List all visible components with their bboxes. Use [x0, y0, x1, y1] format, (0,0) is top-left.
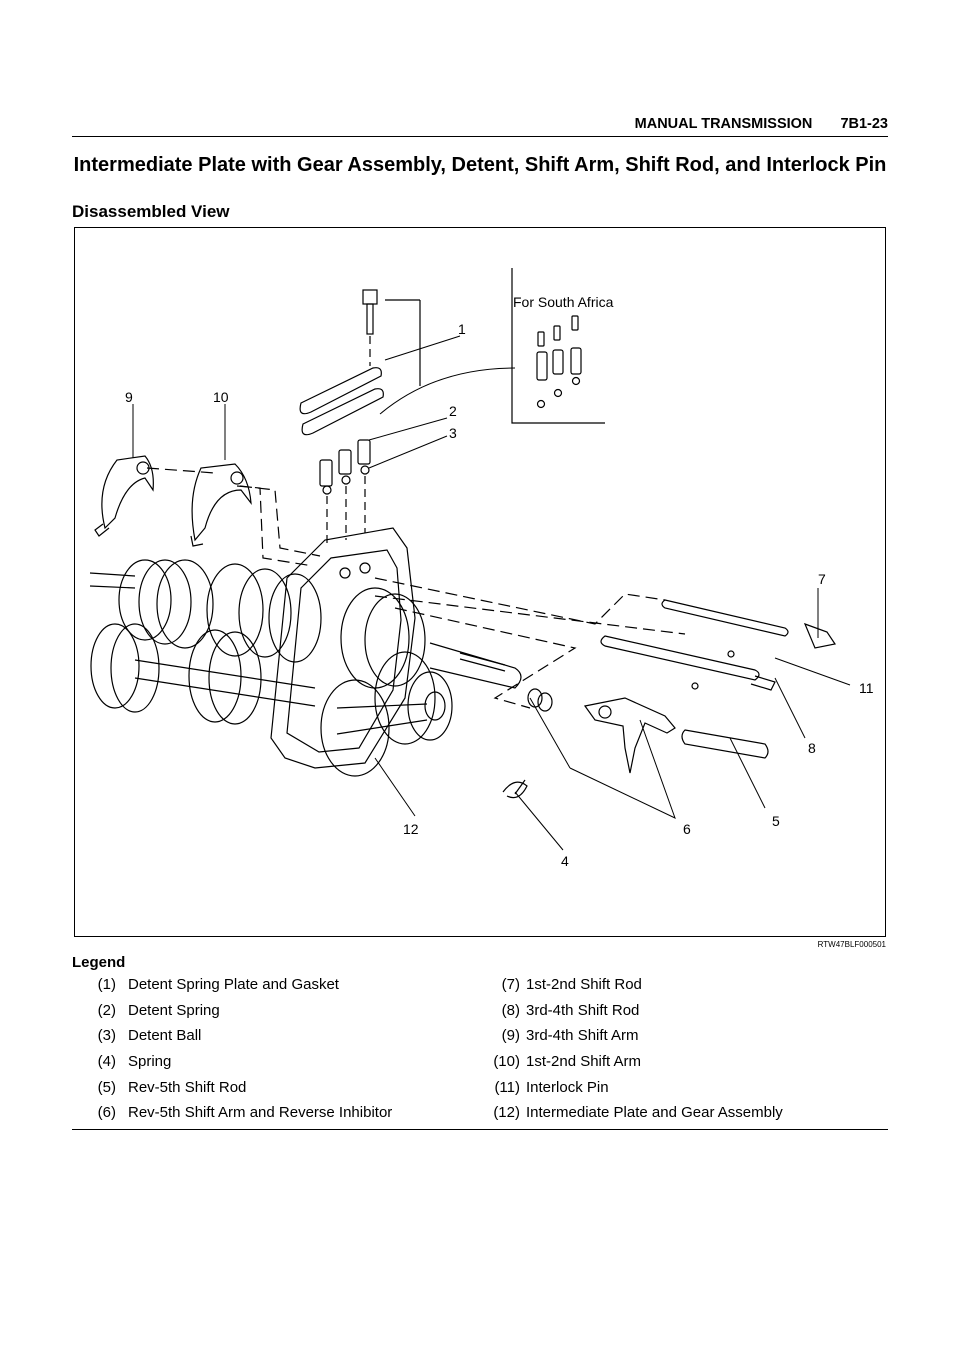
legend-text: 3rd-4th Shift Arm	[526, 1027, 639, 1045]
legend-text: Intermediate Plate and Gear Assembly	[526, 1104, 783, 1122]
legend-num: (6)	[97, 1104, 116, 1122]
callout-leaders	[132, 335, 851, 851]
legend-table: (1) Detent Spring Plate and Gasket (7) 1…	[72, 971, 888, 1131]
shift-rod-3rd-4th	[600, 635, 776, 691]
detent-springs	[319, 439, 371, 548]
legend-row: (1) Detent Spring Plate and Gasket (7) 1…	[72, 971, 888, 997]
page-title: Intermediate Plate with Gear Assembly, D…	[73, 154, 887, 176]
legend-text: Detent Ball	[128, 1027, 202, 1045]
header-section: MANUAL TRANSMISSION	[634, 116, 813, 132]
callout-10: 10	[213, 389, 229, 405]
legend-row: (6) Rev-5th Shift Arm and Reverse Inhibi…	[72, 1099, 888, 1125]
intermediate-plate	[270, 527, 416, 769]
legend-num: (8)	[501, 1001, 520, 1019]
gear-assembly	[89, 559, 322, 725]
shift-arm-rev-5th	[583, 697, 676, 774]
shift-rod-1st-2nd	[661, 599, 836, 649]
shift-arm-1st-2nd	[190, 463, 252, 547]
header-page-number: 7B1-23	[840, 116, 888, 132]
legend-text: Rev-5th Shift Arm and Reverse Inhibitor	[128, 1104, 393, 1122]
view-subtitle: Disassembled View	[72, 202, 230, 221]
shift-arm-3rd-4th	[94, 455, 154, 537]
legend-text: Interlock Pin	[526, 1078, 609, 1096]
legend-row: (2) Detent Spring (8) 3rd-4th Shift Rod	[72, 997, 888, 1023]
callout-4: 4	[561, 853, 569, 869]
callout-3: 3	[449, 425, 457, 441]
legend-num: (3)	[97, 1027, 116, 1045]
legend-text: Rev-5th Shift Rod	[128, 1078, 247, 1096]
callout-6: 6	[683, 821, 691, 837]
legend-text: 3rd-4th Shift Rod	[526, 1001, 640, 1019]
legend-num: (2)	[97, 1001, 116, 1019]
shift-rod-rev-5th	[681, 729, 769, 759]
callout-2: 2	[449, 403, 457, 419]
legend-num: (4)	[97, 1053, 116, 1071]
legend-num: (7)	[501, 976, 520, 993]
output-gears	[320, 587, 453, 777]
inset-bracket	[511, 268, 605, 424]
legend-num: (10)	[493, 1053, 520, 1071]
legend-num: (1)	[97, 976, 116, 993]
legend-label: Legend	[72, 954, 126, 971]
detent-plate	[299, 299, 421, 436]
legend-text: 1st-2nd Shift Arm	[526, 1053, 642, 1071]
callout-11: 11	[859, 680, 874, 696]
exploded-view-drawing: 1 2 3 4 5 6 7 8 9 10 11 12 For South Afr…	[89, 268, 874, 869]
legend-text: 1st-2nd Shift Rod	[526, 976, 642, 993]
callout-5: 5	[772, 813, 780, 829]
legend-row: (4) Spring (10) 1st-2nd Shift Arm	[72, 1048, 888, 1074]
bolt	[362, 289, 378, 366]
callout-7: 7	[818, 571, 826, 587]
legend-num: (5)	[97, 1078, 116, 1096]
legend-row: (3) Detent Ball (9) 3rd-4th Shift Arm	[72, 1022, 888, 1048]
legend-text: Detent Spring Plate and Gasket	[128, 976, 339, 993]
legend-text: Spring	[128, 1053, 172, 1071]
legend-num: (12)	[493, 1104, 520, 1122]
output-shaft	[429, 642, 522, 689]
page-header: MANUAL TRANSMISSION 7B1-23	[72, 116, 888, 137]
legend-text: Detent Spring	[128, 1001, 220, 1019]
legend-row: (5) Rev-5th Shift Rod (11) Interlock Pin	[72, 1074, 888, 1100]
spring-4	[502, 779, 528, 799]
callout-1: 1	[458, 321, 466, 337]
exploded-view-figure: 1 2 3 4 5 6 7 8 9 10 11 12 For South Afr…	[74, 227, 886, 937]
callout-9: 9	[125, 389, 133, 405]
legend-num: (9)	[501, 1027, 520, 1045]
figure-code: RTW47BLF000501	[817, 940, 886, 949]
inset-springs	[536, 315, 582, 409]
legend-num: (11)	[494, 1078, 520, 1096]
callout-8: 8	[808, 740, 816, 756]
inset-region-note: For South Africa	[513, 294, 614, 310]
callout-12: 12	[403, 821, 419, 837]
